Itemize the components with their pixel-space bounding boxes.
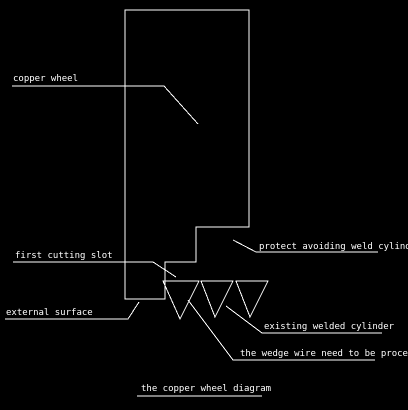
wedge-wire-leader: [187, 299, 375, 361]
wedge-wire-triangle: [162, 280, 200, 321]
external-surface-leader: [5, 301, 140, 320]
diagram-caption: the copper wheel diagram: [141, 384, 271, 394]
wedge-wire-label: the wedge wire need to be processed: [240, 349, 408, 359]
first-cutting-slot-leader: [13, 261, 177, 278]
welded-cylinder-2: [235, 280, 269, 319]
protect-slot-label: protect avoiding weld cylinder slot: [259, 242, 408, 252]
protect-slot-leader: [232, 239, 378, 253]
first-cutting-slot-label: first cutting slot: [15, 251, 113, 261]
welded-cylinder-label: existing welded cylinder: [264, 322, 395, 332]
welded-cylinder-1: [200, 280, 234, 319]
welded-cylinder-leader: [225, 305, 382, 334]
copper-wheel-leader: [12, 85, 199, 125]
copper-wheel-label: copper wheel: [13, 74, 78, 84]
copper-wheel-outline: [124, 9, 250, 300]
external-surface-label: external surface: [6, 308, 93, 318]
